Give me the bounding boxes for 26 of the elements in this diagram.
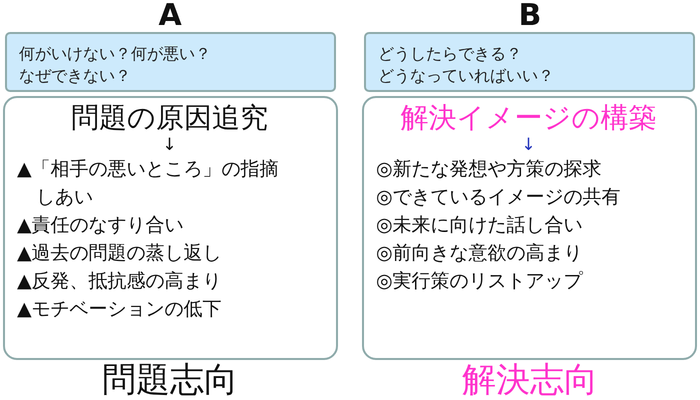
column-letter: A	[158, 1, 182, 31]
list-card	[3, 96, 338, 360]
down-arrow: ↓	[162, 135, 177, 155]
list-item: ◎新たな発想や方策の探求	[376, 157, 602, 182]
question-text: どうしたらできる？	[378, 43, 522, 65]
card-heading: 解決イメージの構築	[400, 101, 656, 135]
list-item: ▲反発、抵抗感の高まり	[17, 269, 222, 294]
down-arrow: ↓	[521, 135, 536, 155]
question-text: どうなっていればいい？	[378, 65, 554, 87]
orientation-title: 問題志向	[102, 361, 238, 399]
list-item: ◎できているイメージの共有	[376, 185, 621, 210]
list-item: ◎前向きな意欲の高まり	[376, 241, 583, 266]
list-item: ▲「相手の悪いところ」の指摘しあい	[17, 157, 280, 210]
column-letter: B	[518, 1, 542, 31]
orientation-title: 解決志向	[462, 361, 598, 399]
question-box	[5, 32, 336, 92]
list-item: ◎未来に向けた話し合い	[376, 213, 583, 238]
list-item: ▲過去の問題の蒸し返し	[17, 241, 222, 266]
question-text: なぜできない？	[19, 65, 131, 87]
list-item: ◎実行策のリストアップ	[376, 269, 583, 294]
list-item: ▲責任のなすり合い	[17, 213, 184, 238]
list-item: ▲モチベーションの低下	[17, 297, 222, 322]
question-box	[364, 32, 695, 92]
question-text: 何がいけない？何が悪い？	[19, 43, 211, 65]
list-card	[362, 96, 697, 360]
card-heading: 問題の原因追究	[71, 101, 268, 135]
